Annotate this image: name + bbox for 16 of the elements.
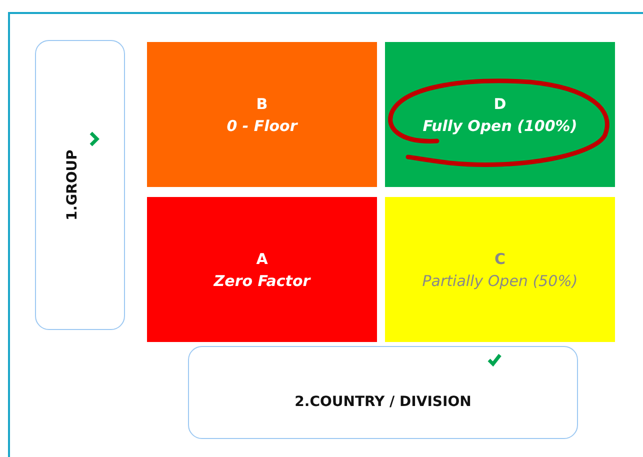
axis-label-box: [188, 346, 578, 439]
axis-label: 2.COUNTRY / DIVISION: [294, 392, 472, 412]
cell-letter: D: [494, 94, 506, 114]
cell-description: Zero Factor: [214, 270, 310, 292]
cell-description: Partially Open (50%): [422, 270, 578, 292]
matrix-cell: [147, 42, 377, 187]
matrix-cell: [147, 197, 377, 342]
cell-description: 0 - Floor: [226, 116, 298, 136]
axis-label-box: [35, 40, 125, 330]
cell-letter: B: [256, 94, 268, 114]
cell-letter: A: [256, 248, 268, 270]
matrix-cell: [385, 197, 615, 342]
cell-description: Fully Open (100%): [422, 116, 578, 136]
matrix-cell: [385, 42, 615, 187]
cell-letter: C: [494, 248, 506, 270]
axis-label: 1.GROUP: [63, 150, 81, 220]
